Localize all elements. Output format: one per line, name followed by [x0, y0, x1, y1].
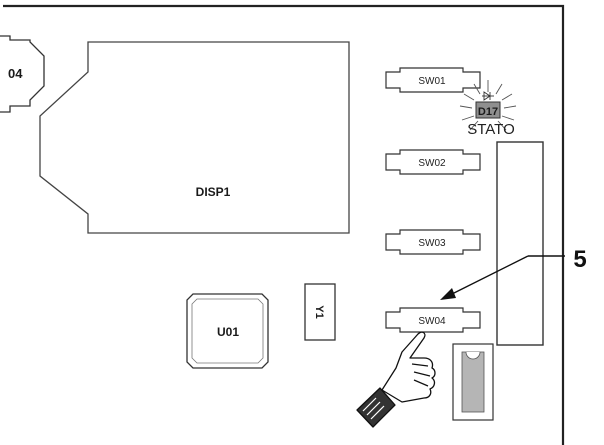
led-body [475, 101, 501, 119]
display-label: DISP1 [196, 185, 231, 199]
led-rays [459, 80, 517, 131]
led-caption: STATO [467, 121, 515, 138]
led-symbol-icon [482, 91, 494, 101]
board-outline [3, 4, 565, 445]
pointing-hand-icon [356, 331, 436, 428]
crystal-y1: Y1 [304, 283, 336, 341]
vertical-connector [496, 141, 544, 346]
switch-sw03: SW03 [385, 229, 481, 255]
switch-label: SW01 [418, 76, 446, 87]
switch-label: SW04 [418, 316, 446, 327]
callout-number: 5 [573, 246, 586, 273]
switch-label: SW02 [418, 158, 446, 169]
chip-u01: U01 [186, 293, 269, 369]
display-disp1: DISP1 [39, 41, 350, 234]
connector-04: 04 [0, 35, 45, 113]
led-d17: D17 STATO [459, 80, 517, 138]
switch-sw01: SW01 [385, 67, 481, 93]
connector-label: 04 [8, 66, 23, 81]
callout-5: 5 [440, 246, 587, 300]
chip-label: U01 [217, 325, 239, 339]
switch-sw02: SW02 [385, 149, 481, 175]
crystal-label: Y1 [313, 305, 325, 318]
dip-ic [452, 343, 494, 421]
callout-arrowhead-icon [440, 288, 456, 300]
switch-sw04: SW04 [385, 307, 481, 333]
led-label: D17 [478, 106, 498, 118]
switch-label: SW03 [418, 238, 446, 249]
